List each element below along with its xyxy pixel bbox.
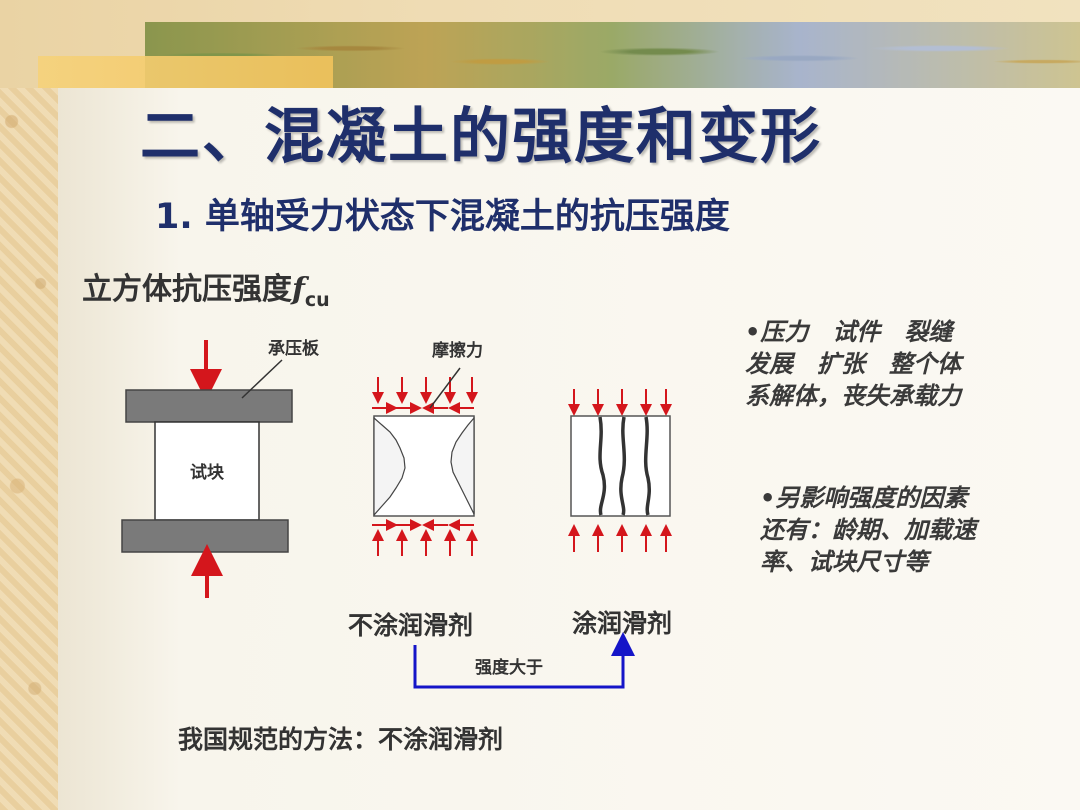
blue-bracket-arrow: [413, 632, 635, 689]
bottom-load-arrows: [372, 529, 478, 556]
top-bearing-plate: [125, 389, 293, 423]
top-load-arrows-2: [568, 389, 672, 416]
caption-stronger-than: 强度大于: [475, 658, 543, 678]
comparison-connector: [413, 632, 635, 689]
label-bearing-plate: 承压板: [268, 338, 320, 359]
vertical-cracks: [598, 416, 652, 516]
caption-national-method: 我国规范的方法：不涂润滑剂: [178, 725, 504, 754]
bottom-load-arrows-2: [568, 524, 672, 552]
heading-symbol: f: [292, 272, 305, 307]
press-diagram: 承压板 试块: [121, 338, 320, 598]
caption-no-lubricant: 不涂润滑剂: [348, 611, 474, 640]
no-lubricant-diagram: 摩擦力: [372, 340, 483, 556]
label-friction: 摩擦力: [432, 340, 483, 361]
section-heading: 立方体抗压强度fcu: [82, 264, 330, 311]
slide-title: 二、混凝土的强度和变形: [140, 102, 822, 172]
label-specimen: 试块: [190, 463, 225, 483]
plate-leader-line: [241, 359, 283, 399]
friction-leader-line: [429, 367, 461, 409]
right-crack: [450, 416, 475, 515]
heading-text: 立方体抗压强度: [82, 272, 292, 307]
bottom-bearing-plate: [121, 519, 289, 553]
slide-subtitle: 1. 单轴受力状态下混凝土的抗压强度: [155, 197, 730, 237]
lubricant-diagram: [568, 389, 672, 552]
decorative-yellow-bar: [38, 56, 333, 88]
specimen-cube: [154, 421, 260, 521]
caption-with-lubricant: 涂润滑剂: [572, 609, 673, 638]
note-other-factors: •另影响强度的因素 还有：龄期、加载速 率、试块尺寸等: [760, 484, 976, 576]
note-failure-process: •压力 试件 裂缝 发展 扩张 整个体 系解体，丧失承载力: [745, 318, 961, 410]
decorative-left-band: [0, 0, 58, 810]
top-load-arrows: [372, 377, 478, 404]
heading-subscript: cu: [304, 289, 330, 311]
left-crack: [373, 416, 406, 517]
